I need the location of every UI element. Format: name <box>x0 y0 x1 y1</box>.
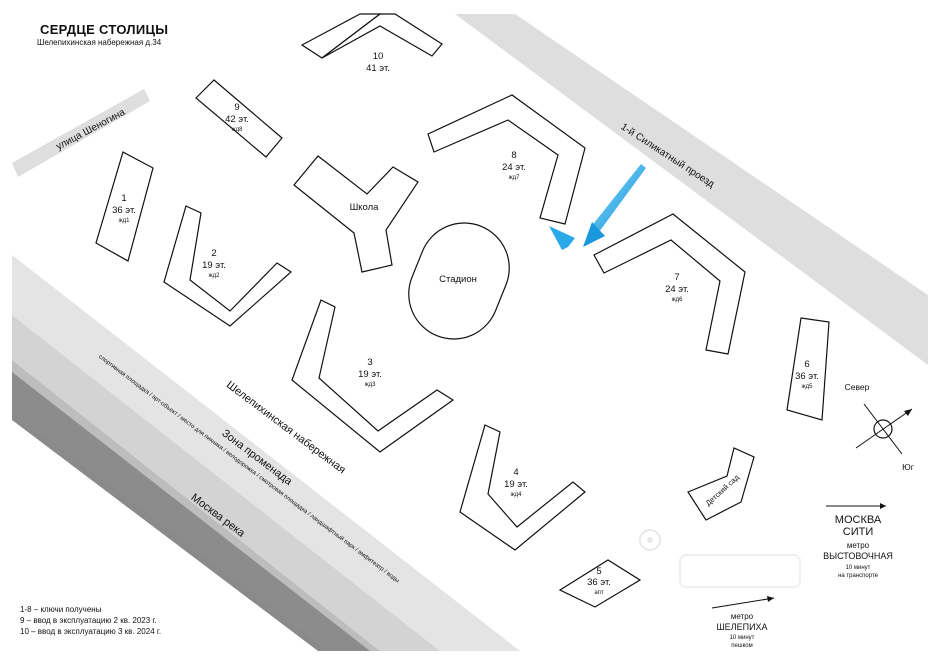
watermark-logo <box>639 529 801 588</box>
building-10[interactable] <box>300 13 382 59</box>
building-6[interactable] <box>786 317 830 421</box>
city-arrow-icon <box>880 503 886 509</box>
stadium-label: Стадион <box>439 274 477 285</box>
river-main <box>12 372 370 651</box>
building-9[interactable] <box>195 79 283 158</box>
street-shenogina-band <box>12 89 150 177</box>
metro-shel-time: 10 минут <box>730 635 755 641</box>
building-5-floors: 36 эт. <box>587 577 611 588</box>
building-3-floors: 19 эт. <box>358 369 382 380</box>
shelepikha-arrow-icon <box>767 596 774 602</box>
school-building[interactable] <box>293 155 419 273</box>
building-9-code: жд8 <box>232 127 244 133</box>
building-8-code: жд7 <box>509 175 521 181</box>
building-7-floors: 24 эт. <box>665 284 689 295</box>
legend-line-3: 10 – ввод в эксплуатацию 3 кв. 2024 г. <box>20 627 162 636</box>
building-6-number: 6 <box>804 359 809 370</box>
building-9-floors: 42 эт. <box>225 114 249 125</box>
shelepikha-arrow-line <box>711 597 775 609</box>
page-title: СЕРДЦЕ СТОЛИЦЫ <box>40 22 169 37</box>
compass-south-label: Юг <box>902 462 914 472</box>
building-3[interactable] <box>291 299 455 453</box>
building-3-number: 3 <box>367 357 372 368</box>
promenade-band <box>12 315 440 651</box>
building-1-floors: 36 эт. <box>112 205 136 216</box>
building-4-code: жд4 <box>511 492 523 498</box>
page-subtitle: Шелепихинская набережная д.34 <box>37 38 162 47</box>
building-8-floors: 24 эт. <box>502 162 526 173</box>
street-silikatny-band <box>455 14 928 365</box>
moscow-city-line2: СИТИ <box>843 526 873 538</box>
building-1[interactable] <box>95 151 154 262</box>
metro-shel-name: ШЕЛЕПИХА <box>716 622 767 632</box>
building-3-code: жд3 <box>365 382 377 388</box>
stadium[interactable] <box>395 209 523 352</box>
building-2-number: 2 <box>211 248 216 259</box>
metro-vyst-time: 10 минут <box>846 565 871 571</box>
building-4-number: 4 <box>513 467 518 478</box>
building-2-code: жд2 <box>209 273 221 279</box>
legend-line-2: 9 – ввод в эксплуатацию 2 кв. 2023 г. <box>20 616 157 625</box>
building-10-number: 10 <box>373 51 384 62</box>
compass-icon <box>855 403 913 455</box>
building-10-floors: 41 эт. <box>366 63 390 74</box>
building-7[interactable] <box>593 213 746 355</box>
metro-vyst-name: ВЫСТОВОЧНАЯ <box>823 551 893 561</box>
street-label-shenogina: улица Шеногина <box>55 107 128 153</box>
metro-vyst-label: метро <box>847 541 870 550</box>
embankment-band <box>12 255 520 651</box>
building-1-number: 1 <box>121 193 126 204</box>
building-2[interactable] <box>163 205 292 327</box>
kindergarten-building[interactable] <box>687 447 755 521</box>
moscow-city-line1: МОСКВА <box>835 514 882 526</box>
building-8-number: 8 <box>511 150 516 161</box>
building-5-number: 5 <box>596 566 601 577</box>
building-6-code: жд5 <box>802 384 814 390</box>
location-arrow-icon <box>549 164 646 250</box>
river-band <box>12 360 380 651</box>
building-4-floors: 19 эт. <box>504 479 528 490</box>
building-10-wing[interactable] <box>321 13 443 59</box>
legend-line-1: 1-8 – ключи получены <box>20 605 102 614</box>
building-5-code: апт <box>594 590 604 596</box>
metro-shel-mode: пешком <box>731 643 753 649</box>
building-7-code: жд6 <box>672 297 684 303</box>
metro-shel-label: метро <box>731 612 754 621</box>
building-9-number: 9 <box>234 102 239 113</box>
building-6-floors: 36 эт. <box>795 371 819 382</box>
building-8[interactable] <box>427 94 586 225</box>
school-label: Школа <box>350 202 380 213</box>
metro-vyst-mode: на транспорте <box>838 573 879 579</box>
building-7-number: 7 <box>674 272 679 283</box>
building-4[interactable] <box>459 424 586 551</box>
building-1-code: жд1 <box>119 218 131 224</box>
building-2-floors: 19 эт. <box>202 260 226 271</box>
building-5[interactable] <box>558 559 642 608</box>
legend: 1-8 – ключи получены 9 – ввод в эксплуат… <box>20 604 161 637</box>
compass-north-label: Север <box>845 382 870 392</box>
